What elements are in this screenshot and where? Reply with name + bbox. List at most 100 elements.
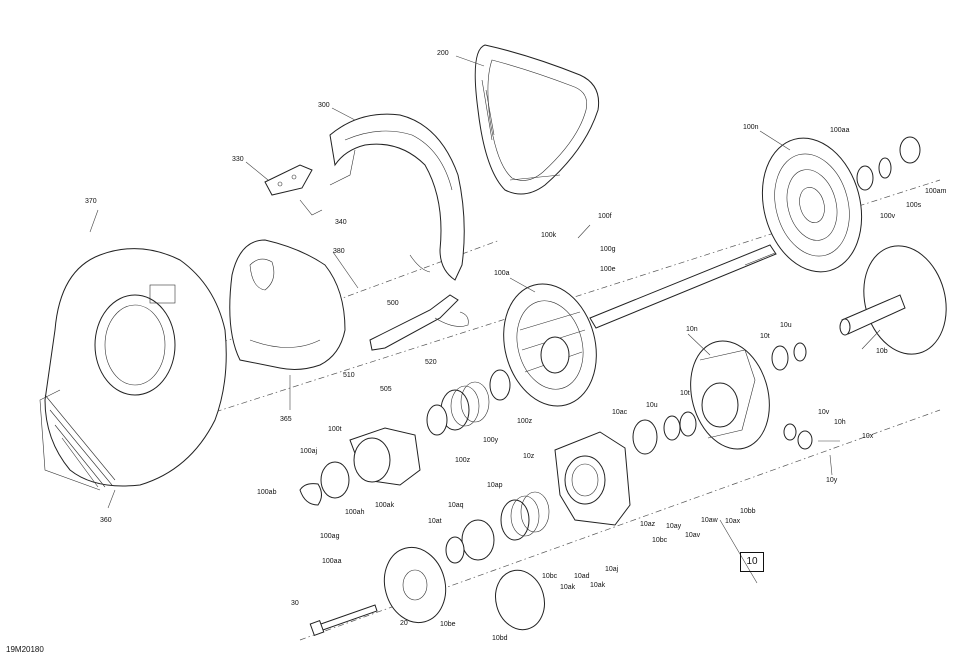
callout-20: 20 <box>400 620 408 627</box>
bushing-10t-right <box>771 345 789 371</box>
callout-100ag: 100ag <box>320 533 340 540</box>
callout-100z-left: 100z <box>455 457 471 464</box>
ring-100z-left <box>426 404 448 436</box>
callout-10bc-top: 10bc <box>652 537 668 544</box>
cover-cap <box>383 546 447 624</box>
callout-200: 200 <box>437 50 449 57</box>
callout-10h: 10h <box>834 419 846 426</box>
callout-10aw: 10aw <box>701 517 718 524</box>
callout-10bc-bottom: 10bc <box>542 573 558 580</box>
callout-330: 330 <box>232 156 244 163</box>
callout-100ak: 100ak <box>375 502 395 509</box>
callout-10bb: 10bb <box>740 508 756 515</box>
seal-100am <box>899 136 921 164</box>
callout-10b: 10b <box>876 348 888 355</box>
sliding-sheave <box>839 245 947 355</box>
callout-10ay: 10ay <box>666 523 682 530</box>
callout-10av: 10av <box>685 532 701 539</box>
callout-340: 340 <box>335 219 347 226</box>
bushing-10aq <box>461 519 495 561</box>
drive-clutch-body <box>503 283 597 407</box>
callout-360: 360 <box>100 517 112 524</box>
callout-10ac: 10ac <box>612 409 628 416</box>
washer-10v <box>783 423 797 441</box>
ring-100s <box>878 157 892 179</box>
bracket <box>264 164 323 216</box>
ring-100z-right <box>489 369 511 401</box>
spring-100y <box>440 381 490 431</box>
spring-10ap <box>500 491 550 541</box>
cover-gasket <box>495 569 545 631</box>
callout-100aa: 100aa <box>830 127 850 134</box>
callout-365: 365 <box>280 416 292 423</box>
callout-10u-right: 10u <box>780 322 792 329</box>
callout-100v: 100v <box>880 213 896 220</box>
callout-10t-right: 10t <box>760 333 770 340</box>
callout-100aj: 100aj <box>300 448 318 455</box>
nut-10h <box>797 430 813 450</box>
group-number-box: 10 <box>740 552 764 572</box>
spider-assembly <box>690 340 770 450</box>
bracket-100ab <box>299 483 322 506</box>
callout-300: 300 <box>318 102 330 109</box>
callout-100ah: 100ah <box>345 509 365 516</box>
callout-100t: 100t <box>328 426 342 433</box>
callout-510: 510 <box>343 372 355 379</box>
callout-100aa-bottom: 100aa <box>322 558 342 565</box>
callout-30: 30 <box>291 600 299 607</box>
callout-10x: 10x <box>862 433 874 440</box>
ring-10at <box>445 536 465 564</box>
bushing-10t <box>679 411 697 437</box>
callout-370: 370 <box>85 198 97 205</box>
callout-100a: 100a <box>494 270 510 277</box>
drawing-number: 19M20180 <box>6 645 44 654</box>
bushing-100v <box>856 165 874 191</box>
ring-10ac <box>632 419 658 455</box>
callout-10ad: 10ad <box>574 573 590 580</box>
callout-100e: 100e <box>600 266 616 273</box>
callout-10z: 10z <box>523 453 535 460</box>
callout-100am: 100am <box>925 188 947 195</box>
callout-100k: 100k <box>541 232 557 239</box>
belt-guard <box>329 113 465 281</box>
weight-housing <box>349 427 421 486</box>
callout-10u-mid: 10u <box>646 402 658 409</box>
sensor-bracket <box>369 294 469 351</box>
callout-10ap: 10ap <box>487 482 503 489</box>
fixed-sheave <box>761 137 863 273</box>
callout-380: 380 <box>333 248 345 255</box>
callout-520: 520 <box>425 359 437 366</box>
ring-10u-right <box>793 342 807 362</box>
callout-500: 500 <box>387 300 399 307</box>
callout-10aq: 10aq <box>448 502 464 509</box>
ring-100ak <box>320 461 350 499</box>
callout-100g: 100g <box>600 246 616 253</box>
bushing-10u <box>663 415 681 441</box>
bolt-30 <box>309 604 378 636</box>
callout-10at: 10at <box>428 518 442 525</box>
callout-100f: 100f <box>598 213 612 220</box>
callout-100n: 100n <box>743 124 759 131</box>
callout-100z-right: 100z <box>517 418 533 425</box>
drive-belt <box>474 44 600 195</box>
callout-100ab: 100ab <box>257 489 277 496</box>
callout-10ax: 10ax <box>725 518 741 525</box>
inner-cover <box>229 239 346 370</box>
callout-100y: 100y <box>483 437 499 444</box>
callout-10bd: 10bd <box>492 635 508 642</box>
callout-10v: 10v <box>818 409 830 416</box>
callout-10be: 10be <box>440 621 456 628</box>
callout-10ak-a: 10ak <box>560 584 576 591</box>
roller-cage <box>554 431 631 526</box>
driven-shaft <box>589 244 777 329</box>
callout-10ak-b: 10ak <box>590 582 606 589</box>
callout-10n: 10n <box>686 326 698 333</box>
callout-505: 505 <box>380 386 392 393</box>
callout-10aj: 10aj <box>605 566 619 573</box>
callout-10t-mid: 10t <box>680 390 690 397</box>
callout-100s: 100s <box>906 202 922 209</box>
callout-10az: 10az <box>640 521 656 528</box>
drive-housing <box>39 248 227 491</box>
